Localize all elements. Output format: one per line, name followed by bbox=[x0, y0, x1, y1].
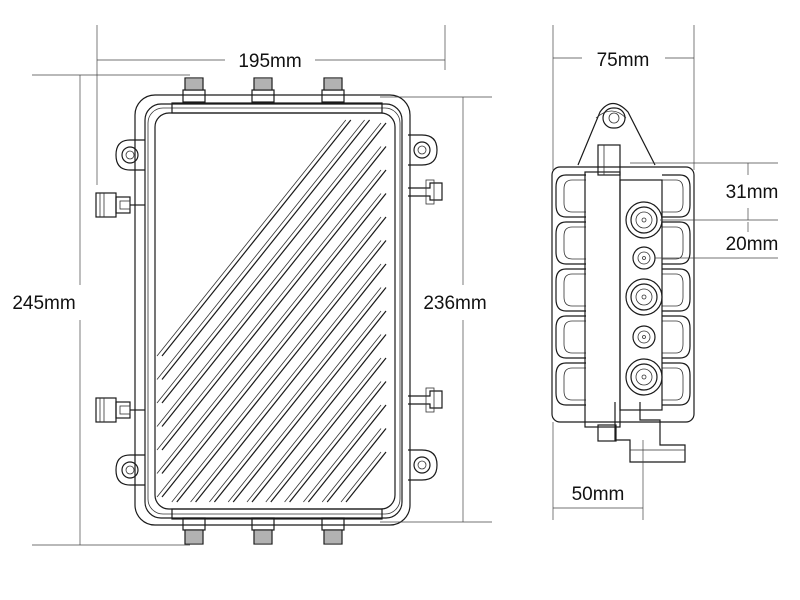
fin-edge bbox=[340, 451, 382, 503]
fin-edge bbox=[156, 216, 382, 498]
fin bbox=[161, 119, 352, 357]
dim-port-spacing-top: 31mm bbox=[726, 182, 779, 203]
side-fin-left-inner bbox=[563, 226, 586, 260]
fin-edge bbox=[284, 381, 382, 503]
mount-ear-bottom-right bbox=[408, 449, 438, 481]
dim-mount-depth: 50mm bbox=[572, 484, 625, 505]
fin bbox=[270, 357, 387, 503]
side-port-3 bbox=[625, 358, 663, 396]
fin-edge bbox=[156, 119, 347, 357]
fin-edge bbox=[246, 334, 382, 503]
side-fin-right-inner bbox=[662, 320, 684, 354]
fin bbox=[161, 216, 387, 498]
fin bbox=[213, 287, 387, 503]
fin-edge bbox=[321, 428, 382, 503]
side-test-port-1 bbox=[632, 246, 656, 270]
side-fins bbox=[555, 174, 691, 406]
side-fin-right bbox=[662, 362, 691, 406]
fin-edge bbox=[303, 404, 382, 503]
fin bbox=[176, 240, 387, 503]
side-port-1 bbox=[625, 201, 663, 239]
fin-edge bbox=[156, 146, 382, 427]
dim-depth-total: 75mm bbox=[597, 50, 650, 71]
side-fin-right bbox=[662, 268, 691, 312]
side-fin-left bbox=[555, 315, 586, 359]
fin-edge bbox=[156, 119, 365, 380]
fin bbox=[161, 146, 387, 427]
dim-height-total: 245mm bbox=[12, 293, 75, 314]
fin bbox=[345, 451, 387, 503]
dim-height-body: 236mm bbox=[423, 293, 486, 314]
side-fin-left-inner bbox=[563, 367, 586, 401]
mount-ear-bottom-left bbox=[115, 454, 145, 486]
fin bbox=[161, 193, 387, 474]
side-test-port-2 bbox=[632, 325, 656, 349]
fin bbox=[289, 381, 387, 503]
side-fin-right bbox=[662, 221, 691, 265]
top-connector-strip bbox=[171, 102, 383, 114]
side-fin-left bbox=[555, 268, 586, 312]
fin bbox=[251, 334, 387, 503]
cooling-fins bbox=[156, 119, 387, 503]
dim-width-front: 195mm bbox=[238, 51, 301, 72]
side-fin-left-inner bbox=[563, 273, 586, 307]
side-fin-right bbox=[662, 315, 691, 359]
fin-edge bbox=[190, 263, 382, 503]
coax-port bbox=[182, 517, 206, 545]
latch-right-bottom bbox=[408, 387, 443, 413]
fin-edge bbox=[227, 310, 382, 503]
side-fin-left-inner bbox=[563, 320, 586, 354]
front-view bbox=[95, 77, 443, 545]
hanger-bracket bbox=[577, 102, 656, 166]
bottom-ports bbox=[182, 517, 345, 545]
side-fin-right-inner bbox=[662, 367, 684, 401]
dim-port-spacing: 20mm bbox=[726, 234, 779, 255]
coax-port bbox=[251, 517, 275, 545]
housing-outer bbox=[134, 94, 411, 526]
bottom-connector-strip bbox=[171, 508, 383, 520]
fin bbox=[195, 263, 387, 503]
fin-edge bbox=[171, 240, 382, 503]
side-fin-left bbox=[555, 174, 586, 218]
fin-edge bbox=[156, 122, 382, 404]
test-point-left-bottom bbox=[95, 397, 145, 423]
fin bbox=[161, 169, 387, 451]
side-port-2 bbox=[625, 278, 663, 316]
test-point-left-top bbox=[95, 192, 145, 218]
coax-port bbox=[251, 77, 275, 103]
fin bbox=[161, 122, 387, 404]
side-view bbox=[551, 102, 695, 463]
side-fin-left-inner bbox=[563, 179, 586, 213]
fin bbox=[232, 310, 387, 503]
fin-edge bbox=[156, 193, 382, 474]
fin-edge bbox=[156, 169, 382, 451]
side-body-outer bbox=[551, 166, 695, 423]
side-fin-right bbox=[662, 174, 691, 218]
side-fin-left bbox=[555, 362, 586, 406]
latch-right-top bbox=[408, 179, 443, 205]
side-fin-right-inner bbox=[662, 226, 684, 260]
side-bottom-bracket bbox=[614, 402, 686, 463]
coax-port bbox=[321, 517, 345, 545]
dimension-lines bbox=[32, 25, 778, 546]
fin bbox=[307, 404, 387, 503]
side-main-plate bbox=[584, 171, 621, 428]
fin bbox=[161, 119, 371, 380]
coax-port bbox=[182, 77, 206, 103]
top-ports bbox=[182, 77, 345, 103]
side-fin-right-inner bbox=[662, 179, 684, 213]
fin-edge bbox=[265, 357, 382, 503]
side-fin-right-inner bbox=[662, 273, 684, 307]
coax-port bbox=[321, 77, 345, 103]
mount-ear-top-left bbox=[115, 139, 145, 171]
side-fin-left bbox=[555, 221, 586, 265]
mount-ear-top-right bbox=[408, 134, 438, 166]
fin bbox=[326, 428, 387, 503]
fin-edge bbox=[209, 287, 382, 503]
